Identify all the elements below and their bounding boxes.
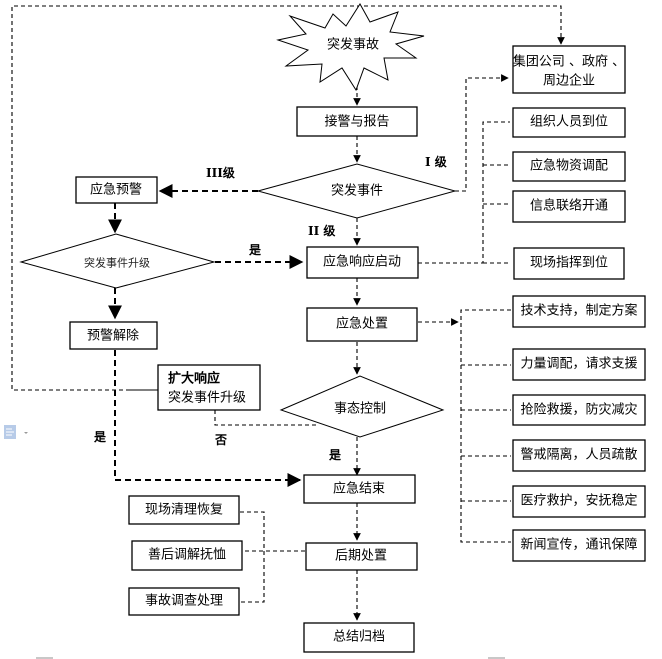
info-contact-label: 信息联络开通 [530, 198, 608, 214]
node-receive-report[interactable]: 接警与报告 [296, 106, 418, 137]
node-task-news[interactable]: 新闻宣传，通讯保障 [512, 529, 646, 562]
task-evacuation-label: 警戒隔离，人员疏散 [520, 447, 637, 463]
node-task-tech-support[interactable]: 技术支持，制定方案 [512, 295, 646, 328]
node-aftermath[interactable]: 后期处置 [305, 542, 418, 571]
edge-level1-to-group [455, 74, 509, 192]
node-info-contact[interactable]: 信息联络开通 [512, 190, 626, 223]
investigation-label: 事故调查处理 [145, 594, 223, 609]
node-emergency-end[interactable]: 应急结束 [303, 474, 416, 504]
chevron-down-icon [24, 432, 28, 434]
edge-aftermath-bus [240, 511, 265, 603]
response-start-label: 应急响应启动 [323, 254, 401, 270]
node-compensation[interactable]: 善后调解抚恤 [131, 540, 243, 571]
emergency-end-label: 应急结束 [333, 481, 385, 497]
expand-response-title: 扩大响应 [168, 371, 220, 387]
node-task-medical[interactable]: 医疗救护，安抚稳定 [512, 485, 646, 518]
decision-event[interactable]: 突发事件 [256, 163, 457, 219]
decision-upgrade-label: 突发事件升级 [84, 256, 150, 270]
node-start[interactable]: 突发事故 [276, 3, 425, 92]
node-group-company[interactable]: 集团公司 、政府 、 周边企业 [512, 45, 626, 94]
paste-options-icon[interactable] [4, 425, 28, 439]
group-company-line2: 周边企业 [543, 73, 595, 89]
yes-upgrade-label: 是 [248, 243, 262, 257]
decision-control-label: 事态控制 [334, 402, 386, 417]
early-warning-label: 应急预警 [90, 182, 142, 198]
decision-upgrade[interactable]: 突发事件升级 [19, 233, 216, 289]
aftermath-label: 后期处置 [335, 549, 387, 564]
task-medical-label: 医疗救护，安抚稳定 [520, 493, 637, 509]
warning-cancel-label: 预警解除 [87, 328, 139, 344]
edge-cancel-to-end [114, 350, 302, 487]
edge-tasks-bus [460, 309, 511, 543]
node-expand-response[interactable]: 扩大响应 突发事件升级 [157, 364, 261, 411]
node-response-start[interactable]: 应急响应启动 [306, 246, 419, 279]
node-task-rescue[interactable]: 抢险救援，防灾减灾 [512, 394, 646, 426]
start-label: 突发事故 [327, 37, 379, 53]
task-rescue-label: 抢险救援，防灾减灾 [520, 402, 637, 418]
node-emergency-handling[interactable]: 应急处置 [306, 307, 418, 342]
level-1-label: I 级 [425, 154, 447, 169]
node-onsite-command[interactable]: 现场指挥到位 [513, 247, 625, 280]
node-task-force-dispatch[interactable]: 力量调配，请求支援 [512, 348, 646, 381]
level-2-label: II 级 [308, 223, 335, 238]
site-cleanup-label: 现场清理恢复 [145, 503, 223, 518]
compensation-label: 善后调解抚恤 [148, 547, 226, 563]
onsite-command-label: 现场指挥到位 [530, 256, 608, 271]
no-label: 否 [214, 433, 227, 447]
archive-label: 总结归档 [333, 630, 385, 645]
yes-control-label: 是 [328, 448, 342, 462]
yes-cancel-label: 是 [93, 430, 107, 444]
node-material-dispatch[interactable]: 应急物资调配 [512, 151, 626, 182]
edge-control-no-to-expand [214, 410, 316, 426]
organize-personnel-label: 组织人员到位 [530, 115, 608, 130]
expand-response-sub: 突发事件升级 [168, 390, 246, 406]
node-site-cleanup[interactable]: 现场清理恢复 [128, 495, 240, 525]
material-dispatch-label: 应急物资调配 [530, 158, 608, 174]
node-archive[interactable]: 总结归档 [303, 622, 415, 653]
node-warning-cancel[interactable]: 预警解除 [69, 321, 158, 350]
task-force-dispatch-label: 力量调配，请求支援 [520, 357, 637, 372]
edge-response-to-resources [418, 121, 510, 264]
node-task-evacuation[interactable]: 警戒隔离，人员疏散 [512, 439, 646, 472]
emergency-handling-label: 应急处置 [336, 316, 388, 332]
node-organize-personnel[interactable]: 组织人员到位 [512, 107, 626, 138]
decision-event-label: 突发事件 [331, 183, 383, 199]
task-tech-support-label: 技术支持，制定方案 [520, 303, 637, 319]
task-news-label: 新闻宣传，通讯保障 [520, 537, 637, 553]
node-investigation[interactable]: 事故调查处理 [128, 587, 240, 616]
level-3-label: III级 [206, 165, 235, 180]
explosion-shape [276, 3, 425, 92]
node-early-warning[interactable]: 应急预警 [75, 176, 158, 204]
decision-control[interactable]: 事态控制 [279, 375, 445, 438]
receive-report-label: 接警与报告 [324, 114, 389, 130]
group-company-line1: 集团公司 、政府 、 [513, 54, 625, 70]
